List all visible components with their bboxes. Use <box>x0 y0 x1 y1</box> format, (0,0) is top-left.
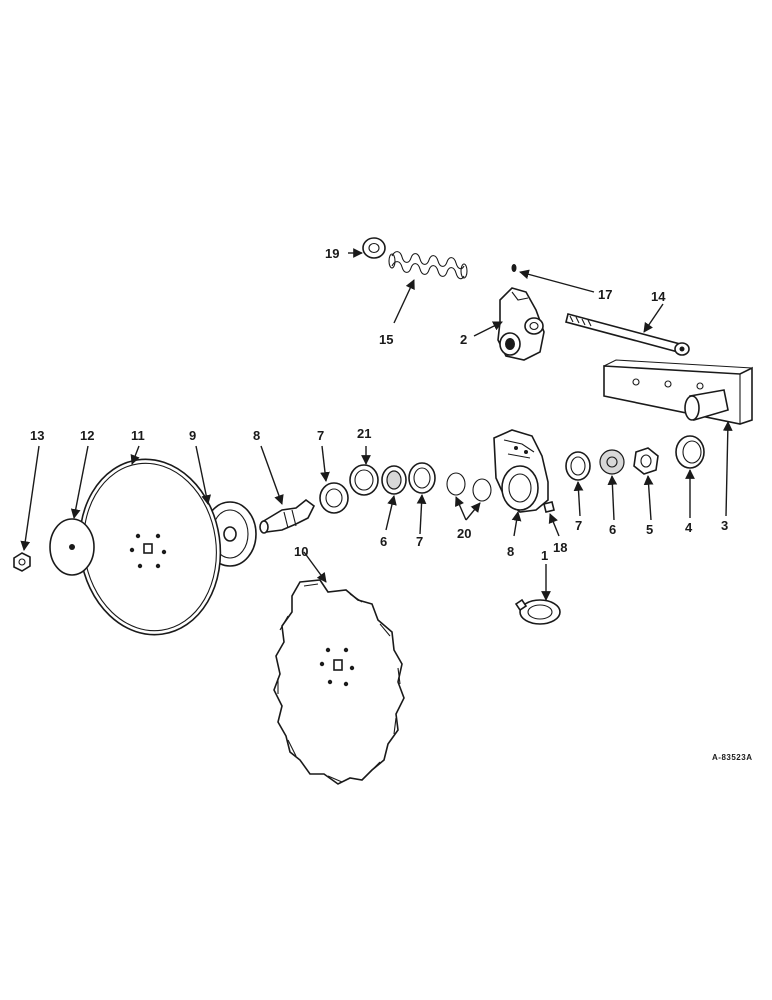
callout-6-right: 6 <box>609 522 616 537</box>
callout-14: 12 <box>80 428 94 443</box>
spacer-part-9 <box>319 482 349 514</box>
housing-part-8 <box>493 429 549 513</box>
callout-7-left: 7 <box>416 534 423 549</box>
figure-reference-code: A-83523A <box>712 753 752 762</box>
bracket-part-2 <box>497 287 545 361</box>
rod-part-16 <box>565 313 690 356</box>
bearing-part-6-right <box>599 449 625 475</box>
callout-19: 19 <box>325 246 339 261</box>
notched-disk-part-12 <box>273 579 405 785</box>
callout-18-top: 17 <box>598 287 612 302</box>
callout-18-lower: 18 <box>553 540 567 555</box>
callout-17: 15 <box>379 332 393 347</box>
bearing-part-6-left <box>381 465 407 495</box>
seal-part-7-left <box>408 462 436 494</box>
callout-seven-right: 7 <box>575 518 582 533</box>
spindle-part-10 <box>259 498 316 534</box>
grease-fitting-part-18-lower <box>543 501 555 513</box>
callout-2: 2 <box>460 332 467 347</box>
spring-part-17 <box>388 251 468 280</box>
callout-5: 5 <box>646 522 653 537</box>
callout-15: 13 <box>30 428 44 443</box>
callout-20: 20 <box>457 526 471 541</box>
clamp-part-1 <box>514 598 561 625</box>
leader-lines <box>20 248 733 601</box>
arm-part-3 <box>603 359 753 425</box>
callout-10: 8 <box>253 428 260 443</box>
seal-part-7-right <box>565 451 591 481</box>
snap-rings-part-20 <box>446 472 492 502</box>
grease-fitting-part-18-top <box>511 264 517 272</box>
callout-1: 1 <box>541 548 548 563</box>
nut-part-15 <box>13 552 31 572</box>
callout-9: 7 <box>317 428 324 443</box>
callout-13: 11 <box>131 428 145 443</box>
washer-plate-part-14 <box>49 518 95 576</box>
callout-11: 9 <box>189 428 196 443</box>
callout-part-8: 8 <box>507 544 514 559</box>
cap-part-19 <box>362 237 386 259</box>
callout-twelve: 10 <box>294 544 308 559</box>
dust-cap-part-4 <box>675 435 705 469</box>
callout-labels: 19 15 17 14 2 13 12 11 9 8 7 21 6 7 20 8… <box>30 246 752 762</box>
callout-3: 3 <box>721 518 728 533</box>
callout-21: 21 <box>357 426 371 441</box>
callout-4: 4 <box>685 520 693 535</box>
callout-16: 14 <box>651 289 666 304</box>
callout-6-left: 6 <box>380 534 387 549</box>
nut-part-5 <box>633 447 659 475</box>
ring-part-21 <box>349 464 379 496</box>
